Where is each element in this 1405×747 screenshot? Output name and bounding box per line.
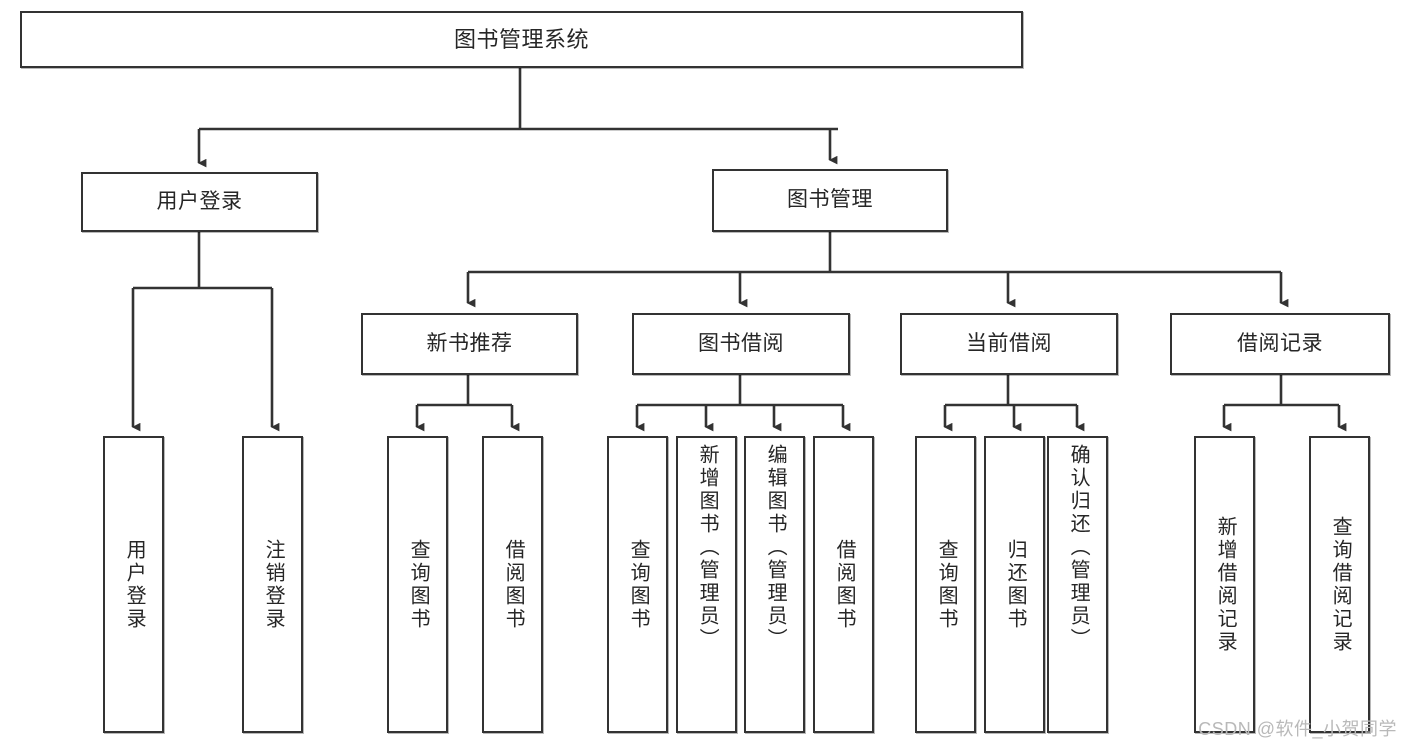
node-label: 查询图书 [407, 538, 430, 631]
node-label: 当前借阅 [966, 331, 1052, 355]
leaf-record-query-record[interactable]: 查询借阅记录 [1309, 436, 1370, 733]
node-book-borrow[interactable]: 图书借阅 [632, 313, 850, 375]
node-label: 借阅记录 [1237, 331, 1323, 355]
leaf-new-book-query[interactable]: 查询图书 [387, 436, 448, 733]
node-label: 图书管理 [787, 188, 873, 212]
node-label: 用户登录 [156, 189, 243, 213]
leaf-borrow-query-book[interactable]: 查询图书 [607, 436, 668, 733]
node-root-system[interactable]: 图书管理系统 [20, 11, 1023, 68]
node-label: 查询图书 [935, 538, 958, 631]
node-label: 确认归还（管理员） [1067, 444, 1090, 651]
leaf-current-return-book[interactable]: 归还图书 [984, 436, 1045, 733]
node-label: 新书推荐 [426, 331, 513, 355]
leaf-new-book-borrow[interactable]: 借阅图书 [482, 436, 543, 733]
node-label: 查询图书 [627, 538, 650, 631]
leaf-record-add-record[interactable]: 新增借阅记录 [1194, 436, 1255, 733]
node-label: 归还图书 [1004, 538, 1027, 631]
node-user-login[interactable]: 用户登录 [81, 172, 318, 232]
leaf-borrow-borrow-book[interactable]: 借阅图书 [813, 436, 874, 733]
leaf-user-login-logout[interactable]: 注销登录 [242, 436, 303, 733]
node-label: 新增图书（管理员） [696, 444, 719, 651]
leaf-current-confirm-return[interactable]: 确认归还（管理员） [1047, 436, 1108, 733]
node-label: 图书管理系统 [453, 26, 589, 52]
node-label: 借阅图书 [502, 538, 525, 631]
node-current-borrow[interactable]: 当前借阅 [900, 313, 1118, 375]
node-new-book-recommend[interactable]: 新书推荐 [361, 313, 578, 375]
node-label: 编辑图书（管理员） [764, 444, 787, 651]
node-label: 注销登录 [262, 538, 285, 631]
csdn-watermark: CSDN @软件_小贺同学 [1198, 719, 1397, 739]
node-label: 借阅图书 [833, 538, 856, 631]
node-borrow-record[interactable]: 借阅记录 [1170, 313, 1390, 375]
leaf-borrow-edit-book[interactable]: 编辑图书（管理员） [744, 436, 805, 733]
leaf-borrow-add-book[interactable]: 新增图书（管理员） [676, 436, 737, 733]
node-label: 用户登录 [123, 538, 146, 631]
leaf-user-login-signin[interactable]: 用户登录 [103, 436, 164, 733]
node-label: 新增借阅记录 [1214, 515, 1237, 654]
leaf-current-query-book[interactable]: 查询图书 [915, 436, 976, 733]
node-label: 查询借阅记录 [1329, 515, 1352, 654]
node-label: 图书借阅 [698, 331, 784, 355]
node-book-management[interactable]: 图书管理 [712, 169, 948, 232]
